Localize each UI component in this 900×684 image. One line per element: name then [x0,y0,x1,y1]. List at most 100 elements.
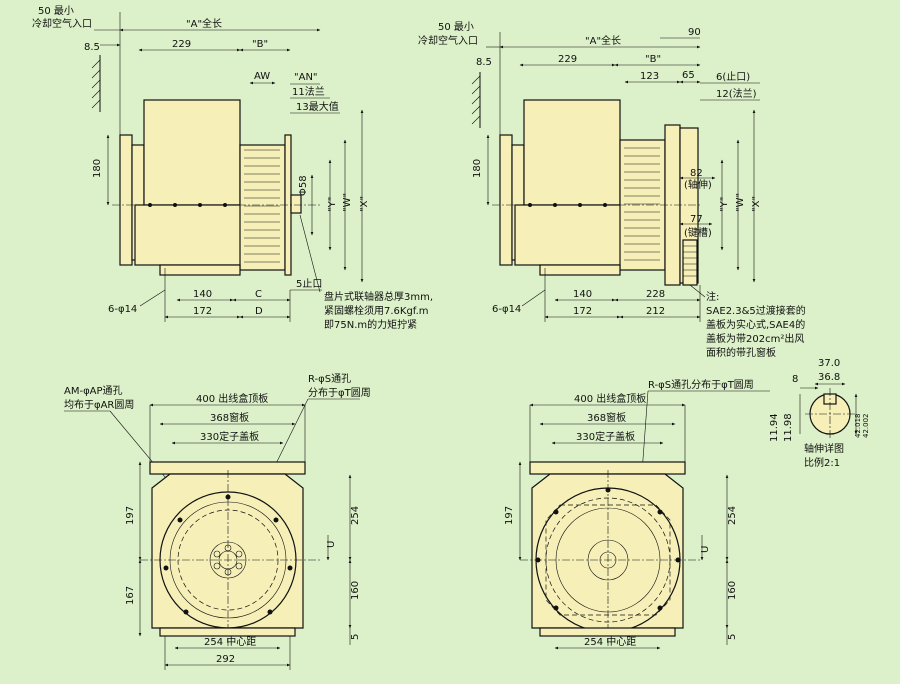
dim-140-r: 140 [573,289,592,300]
rs-holes-2: 分布于φT圆周 [308,387,371,399]
adapter-bolts [535,487,681,633]
dim-172: 172 [193,306,212,317]
dim-160-r: 160 [727,581,738,600]
shaft-splines [682,239,698,286]
dim-U-r: U [700,546,711,553]
dim-254-r: 254 [727,506,738,525]
total-length-A: "A"全长 [186,17,222,30]
rs-holes-1: R-φS通孔 [308,373,351,385]
phi-58: Φ58 [298,175,309,196]
dim-Y: "Y" [327,197,338,212]
keyway-label: (键槽) [684,226,712,239]
dim-180-r: 180 [472,159,483,178]
total-length-A-r: "A"全长 [585,34,621,47]
dim-65: 65 [682,70,695,81]
dim-167: 167 [125,586,136,605]
cooling-inlet-label: 冷却空气入口 [32,17,92,30]
dim-D: D [255,306,263,317]
cooling-inlet-label-r: 冷却空气入口 [418,34,478,47]
max-13: 13最大值 [296,100,339,113]
cooling-min-label-r: 50 最小 [438,21,474,33]
dim-292: 292 [216,654,235,665]
bottom-left-end-view: AM-φAP通孔 均布于φAR圆周 R-φS通孔 分布于φT圆周 400 出线盒… [64,373,371,670]
dim-197: 197 [125,506,136,525]
dia-42-018: 42.018 [854,414,862,439]
shaft-detail: 37.0 36.8 8 11.94 11.98 42.018 42.002 轴伸… [769,358,870,469]
terminal-box-400-r: 400 出线盒顶板 [574,392,646,405]
terminal-box-400: 400 出线盒顶板 [196,392,268,405]
dim-229-r: 229 [558,54,577,65]
dim-U: U [326,541,337,548]
wall-hatching-r [471,75,481,125]
dim-W-r: "W" [735,193,746,212]
rs-holes-r: R-φS通孔分布于φT圆周 [648,379,754,391]
dim-36-8: 36.8 [818,372,840,383]
adapter-outline [545,504,671,616]
dim-8: 8 [792,374,798,385]
fan-grille [244,149,280,263]
dim-X-r: "X" [751,196,762,212]
end-flange [119,134,133,266]
dim-8-5: 8.5 [84,42,100,53]
dim-C: C [255,289,262,300]
fan-grille-r [624,147,660,261]
dim-180: 180 [92,159,103,178]
top-left-side-view: 50 最小 冷却空气入口 8.5 "A"全长 229 "B" AW "AN" 1… [32,5,433,331]
flange-11: 11法兰 [292,85,325,98]
note-r-4: 面积的带孔窗板 [706,346,776,359]
window-368-r: 368窗板 [587,411,626,424]
center-254: 254 中心距 [204,635,256,648]
dim-8-5-r: 8.5 [476,57,492,68]
holes-6-phi14-r: 6-φ14 [492,304,521,315]
cooling-min-label: 50 最小 [38,5,74,17]
dim-B: "B" [252,39,268,50]
dim-82: 82 [690,168,703,179]
dim-77: 77 [690,214,703,225]
dim-W: "W" [342,193,353,212]
feet-r [539,627,676,637]
terminal-box-r [523,99,621,206]
note-line-2: 紧固螺栓须用7.6Kgf.m [324,304,429,317]
terminal-box-top [149,461,306,475]
note-r-3: 盖板为带202cm²出风 [706,332,804,345]
holes-6-phi14: 6-φ14 [108,304,137,315]
wall-hatching [91,59,101,109]
dim-B-r: "B" [645,54,661,65]
fan-guard [239,144,286,271]
dim-197-r: 197 [504,506,515,525]
top-right-side-view: 50 最小 冷却空气入口 8.5 "A"全长 229 "B" 90 123 65… [418,21,806,359]
dim-X: "X" [359,196,370,212]
am-holes-1: AM-φAP通孔 [64,385,123,397]
dim-212: 212 [646,306,665,317]
note-line-3: 即75N.m的力矩拧紧 [324,318,417,331]
note-line-1: 盘片式联轴器总厚3mm, [324,290,433,303]
dim-254: 254 [350,506,361,525]
end-flange-r [499,134,513,266]
spigot-5: 5止口 [296,278,322,290]
dim-5: 5 [350,634,361,640]
dim-90: 90 [688,27,701,38]
note-r-1: SAE2.3&5过渡接套的 [706,304,806,317]
stator-cover-330: 330定子盖板 [200,430,259,443]
center-254-r: 254 中心距 [584,635,636,648]
dim-140: 140 [193,289,212,300]
bolt-dots-r [528,203,607,207]
dim-AW: AW [254,71,270,82]
dim-AN: "AN" [294,72,318,83]
dia-42-002: 42.002 [862,414,870,439]
dim-172-r: 172 [573,306,592,317]
dim-160: 160 [350,581,361,600]
feet [159,627,296,637]
am-holes-2: 均布于φAR圆周 [64,399,134,411]
flange-12: 12(法兰) [716,87,757,100]
stator-cover-330-r: 330定子盖板 [576,430,635,443]
note-r-2: 盖板为实心式,SAE4的 [706,318,805,331]
shaft-detail-title: 轴伸详图 [804,442,844,455]
dim-Y-r: "Y" [719,197,730,212]
note-title: 注: [706,290,719,303]
dim-11-98: 11.98 [783,413,794,442]
dim-37-0: 37.0 [818,358,840,369]
bolt-dots [148,203,227,207]
terminal-box-top-r [529,461,686,475]
